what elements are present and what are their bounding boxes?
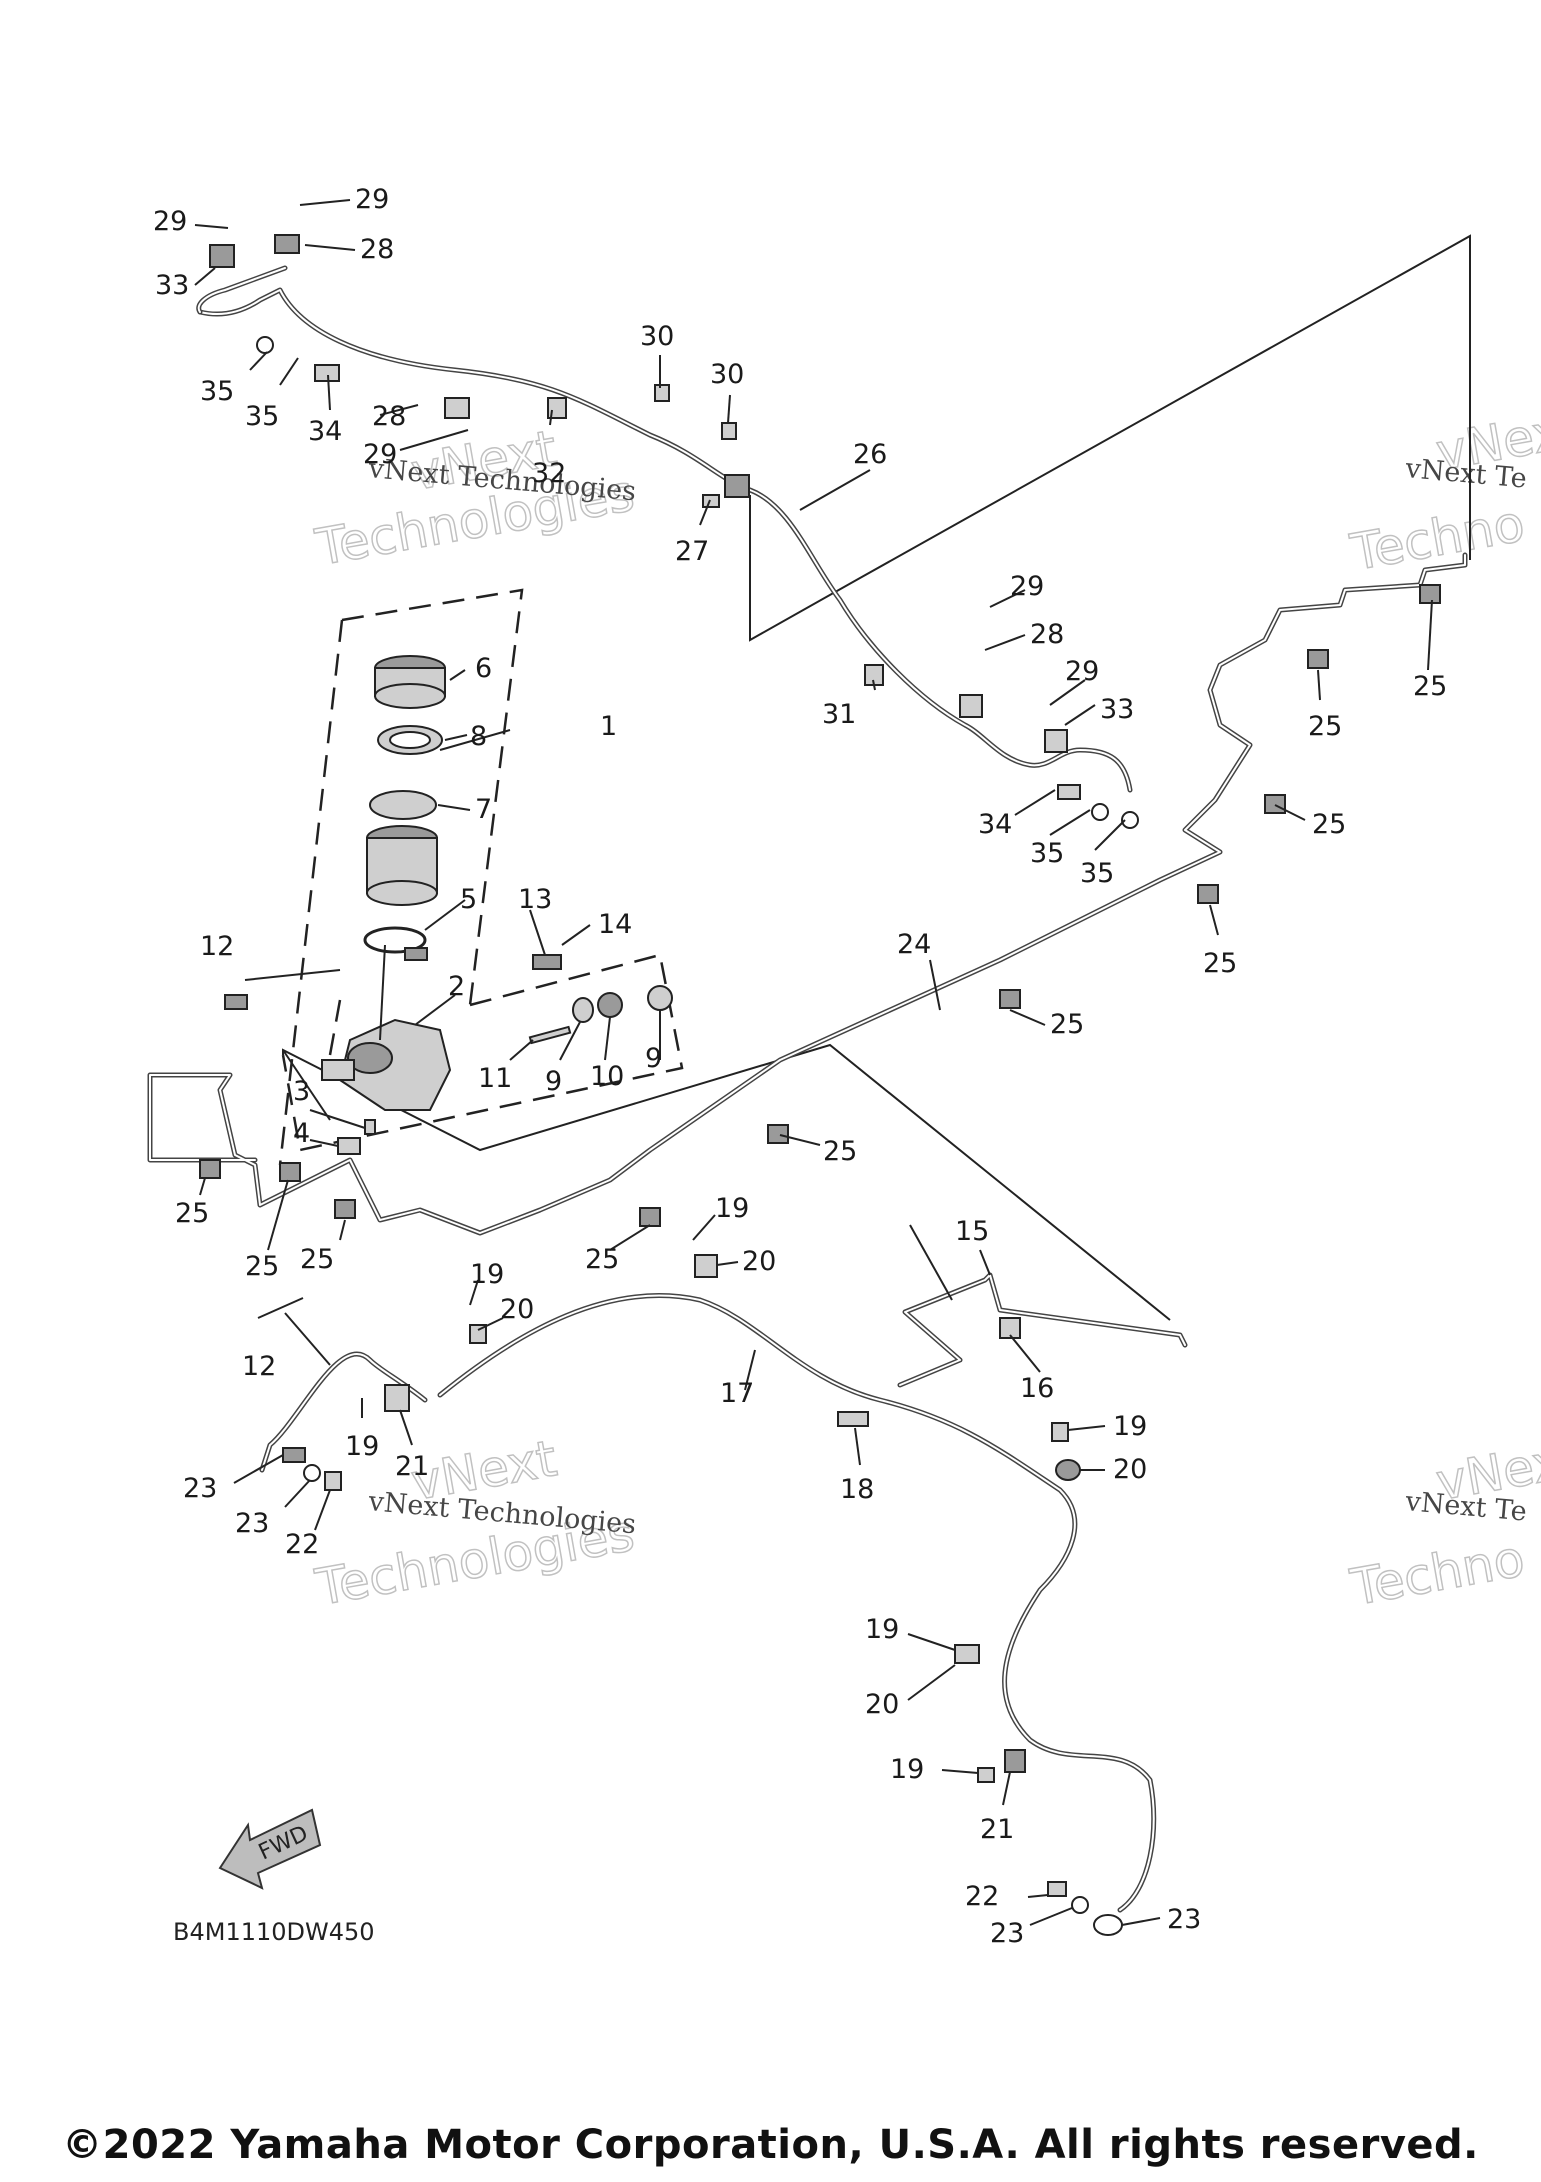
callout-label: 19 xyxy=(715,1193,749,1224)
callout-label: 25 xyxy=(1312,809,1346,840)
callout-label: 25 xyxy=(1050,1009,1084,1040)
callout-label: 29 xyxy=(153,206,187,237)
callout-label: 5 xyxy=(460,884,477,915)
callout-label: 23 xyxy=(1167,1904,1201,1935)
callout-label: 25 xyxy=(1308,711,1342,742)
hose-upper xyxy=(196,265,1133,793)
callout-label: 16 xyxy=(1020,1373,1054,1404)
callout-label: 24 xyxy=(897,929,931,960)
callout-label: 25 xyxy=(175,1198,209,1229)
callout-label: 11 xyxy=(478,1063,512,1094)
master-cylinder-2 xyxy=(321,944,452,1111)
callout-label: 8 xyxy=(470,721,487,752)
callout-label: 20 xyxy=(742,1246,776,1277)
callout-label: 4 xyxy=(293,1118,310,1149)
callout-label: 22 xyxy=(285,1529,319,1560)
callout-label: 19 xyxy=(865,1614,899,1645)
callout-label: 26 xyxy=(853,439,887,470)
callout-label: 35 xyxy=(200,376,234,407)
diaphragm-7 xyxy=(369,790,437,820)
callout-label: 23 xyxy=(990,1918,1024,1949)
watermark-bottom-right: vNext Techno vNext Te xyxy=(1345,1429,1541,1618)
watermark-top-left: vNext Technologies vNext Technologies xyxy=(310,419,639,578)
callout-label: 25 xyxy=(823,1136,857,1167)
small-parts xyxy=(199,234,1441,1936)
callout-label: 25 xyxy=(245,1251,279,1282)
callout-label: 30 xyxy=(710,359,744,390)
callout-label: 33 xyxy=(1100,694,1134,725)
callout-label: 12 xyxy=(200,931,234,962)
callout-label: 31 xyxy=(822,699,856,730)
callout-label: 22 xyxy=(965,1881,999,1912)
callout-label: 21 xyxy=(395,1451,429,1482)
callout-label: 18 xyxy=(840,1474,874,1505)
watermark-top-right: vNext Techno vNext Te xyxy=(1345,399,1541,583)
hose-lower xyxy=(259,1272,1188,1913)
callout-label: 3 xyxy=(293,1076,310,1107)
reservoir-body xyxy=(366,825,438,906)
callout-label: 29 xyxy=(1065,656,1099,687)
callout-label: 17 xyxy=(720,1378,754,1409)
callout-label: 34 xyxy=(978,809,1012,840)
callout-label: 27 xyxy=(675,536,709,567)
callout-label: 28 xyxy=(360,234,394,265)
callout-label: 25 xyxy=(1413,671,1447,702)
callout-label: 21 xyxy=(980,1814,1014,1845)
fwd-arrow-icon: FWD xyxy=(218,1808,322,1890)
brake-pipe-24 xyxy=(147,552,1468,1236)
callout-label: 25 xyxy=(1203,948,1237,979)
clamp-5 xyxy=(363,926,428,961)
svg-text:Techno: Techno xyxy=(1346,1529,1529,1617)
callout-label: 7 xyxy=(475,794,492,825)
callout-label: 29 xyxy=(1010,571,1044,602)
callout-label: 19 xyxy=(890,1754,924,1785)
callout-label: 28 xyxy=(372,401,406,432)
callout-label: 28 xyxy=(1030,619,1064,650)
copyright-footer: ©2022 Yamaha Motor Corporation, U.S.A. A… xyxy=(62,2122,1479,2168)
reservoir-cap-6 xyxy=(374,655,446,709)
callout-label: 30 xyxy=(640,321,674,352)
callout-numbers: 29 29 28 33 35 35 34 30 30 28 29 32 26 2… xyxy=(153,184,1447,1949)
callout-label: 13 xyxy=(518,884,552,915)
callout-label: 19 xyxy=(470,1259,504,1290)
callout-label: 35 xyxy=(1080,858,1114,889)
callout-label: 19 xyxy=(1113,1411,1147,1442)
callout-label: 32 xyxy=(532,458,566,489)
callout-label: 19 xyxy=(345,1431,379,1462)
leader-triangle-top xyxy=(749,234,1471,642)
callout-label: 25 xyxy=(585,1244,619,1275)
callout-label: 6 xyxy=(475,653,492,684)
callout-label: 2 xyxy=(448,971,465,1002)
callout-label: 33 xyxy=(155,270,189,301)
callout-label: 9 xyxy=(645,1043,662,1074)
ring-8 xyxy=(377,725,443,755)
callout-label: 34 xyxy=(308,416,342,447)
callout-label: 23 xyxy=(235,1508,269,1539)
callout-leaders xyxy=(194,199,1433,1926)
callout-label: 29 xyxy=(363,439,397,470)
callout-label: 14 xyxy=(598,909,632,940)
callout-label: 29 xyxy=(355,184,389,215)
callout-label: 35 xyxy=(1030,838,1064,869)
callout-label: 20 xyxy=(1113,1454,1147,1485)
callout-label: 20 xyxy=(865,1689,899,1720)
callout-label: 15 xyxy=(955,1216,989,1247)
callout-label: 12 xyxy=(242,1351,276,1382)
assembly-box-dashed xyxy=(278,588,684,1166)
part-code: B4M1110DW450 xyxy=(173,1918,375,1946)
callout-label: 10 xyxy=(590,1061,624,1092)
callout-label: 1 xyxy=(600,711,617,742)
callout-label: 23 xyxy=(183,1473,217,1504)
callout-label: 9 xyxy=(545,1066,562,1097)
callout-label: 35 xyxy=(245,401,279,432)
callout-label: 20 xyxy=(500,1294,534,1325)
callout-label: 25 xyxy=(300,1244,334,1275)
